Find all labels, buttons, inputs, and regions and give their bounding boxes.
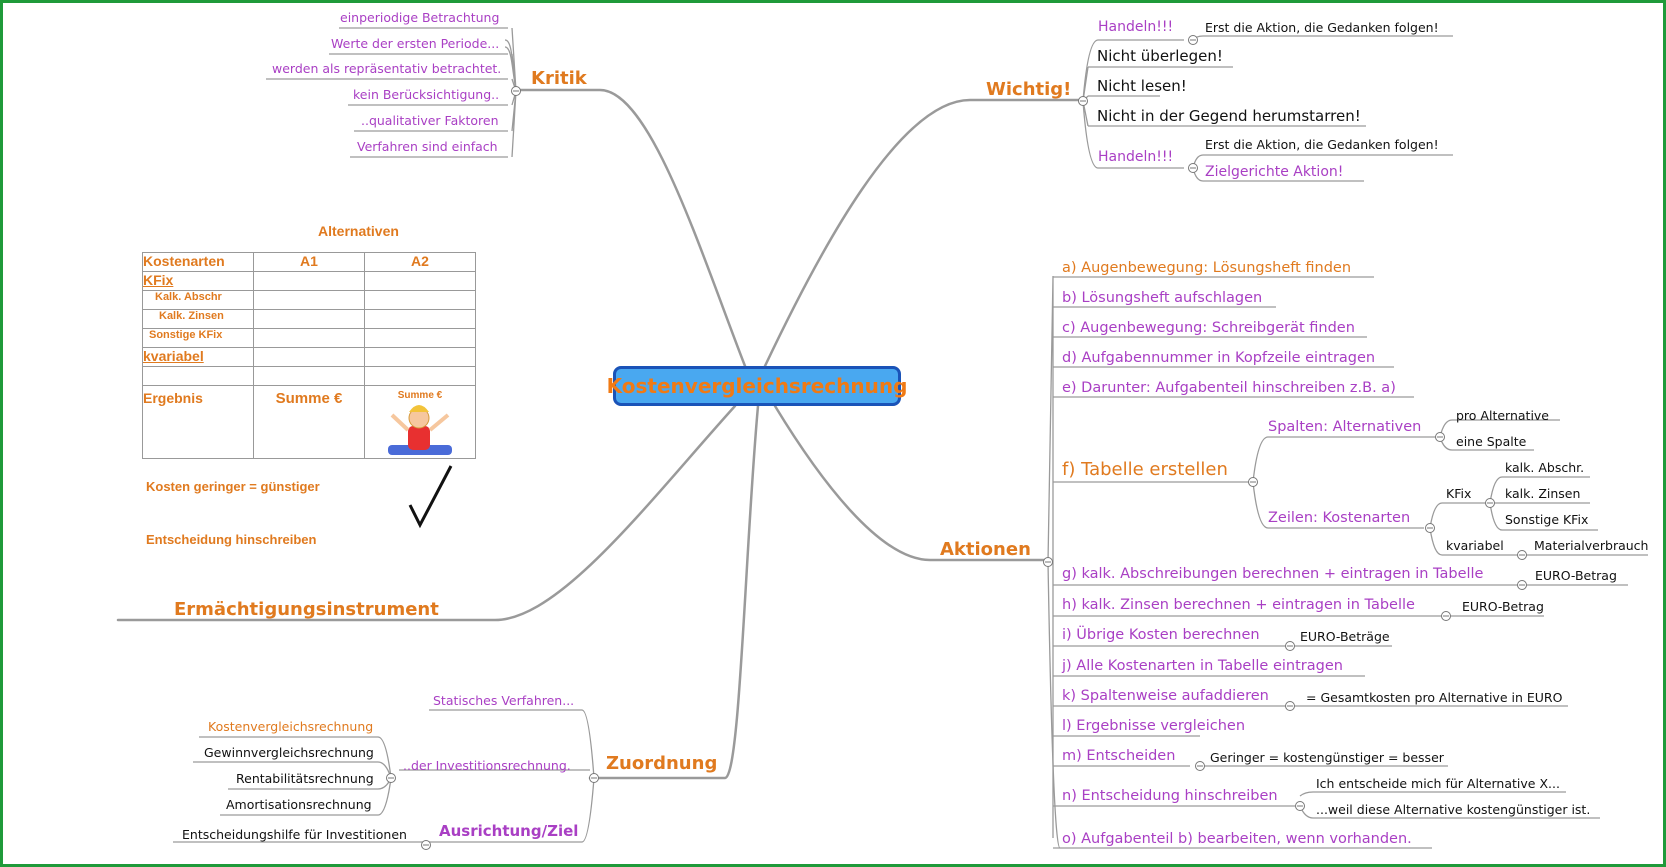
aktion-f-spalten-sub[interactable]: pro Alternative bbox=[1456, 408, 1549, 423]
kritik-item[interactable]: kein Berücksichtigung.. bbox=[353, 87, 500, 102]
aktion-a[interactable]: a) Augenbewegung: Lösungsheft finden bbox=[1062, 260, 1352, 276]
zuordnung-ausrichtung-sub[interactable]: Entscheidungshilfe für Investitionen bbox=[182, 827, 407, 842]
table-row-label: kvariabel bbox=[142, 347, 254, 367]
aktion-i[interactable]: i) Übrige Kosten berechnen bbox=[1062, 627, 1260, 643]
kritik-item[interactable]: werden als repräsentativ betrachtet. bbox=[272, 61, 502, 76]
aktion-f[interactable]: f) Tabelle erstellen bbox=[1062, 459, 1228, 480]
aktion-n-sub[interactable]: Ich entscheide mich für Alternative X... bbox=[1316, 776, 1560, 791]
wichtig-item[interactable]: Nicht überlegen! bbox=[1097, 47, 1223, 65]
aktion-n-sub[interactable]: ...weil diese Alternative kostengünstige… bbox=[1316, 802, 1591, 817]
aktion-l[interactable]: l) Ergebnisse vergleichen bbox=[1062, 718, 1246, 734]
aktion-o[interactable]: o) Aufgabenteil b) bearbeiten, wenn vorh… bbox=[1062, 831, 1412, 847]
branch-aktionen bbox=[773, 404, 1047, 562]
table-row-label: Sonstige KFix bbox=[142, 328, 254, 348]
aktion-f-kvariabel[interactable]: kvariabel bbox=[1446, 538, 1504, 553]
branch-label-kritik[interactable]: Kritik bbox=[531, 68, 587, 89]
aktion-f-kfix-sub[interactable]: kalk. Abschr. bbox=[1505, 460, 1585, 475]
aktion-h[interactable]: h) kalk. Zinsen berechnen + eintragen in… bbox=[1062, 597, 1415, 613]
aktion-i-sub[interactable]: EURO-Beträge bbox=[1300, 629, 1390, 644]
table-row-label: Kalk. Abschr bbox=[142, 290, 254, 310]
branch-ermaechtigung bbox=[116, 404, 737, 622]
aktion-c[interactable]: c) Augenbewegung: Schreibgerät finden bbox=[1062, 320, 1355, 336]
table-row-label: Ergebnis bbox=[142, 385, 254, 459]
aktion-h-sub[interactable]: EURO-Betrag bbox=[1462, 599, 1544, 614]
aktion-d[interactable]: d) Aufgabennummer in Kopfzeile eintragen bbox=[1062, 350, 1376, 366]
aktion-f-kvariabel-sub[interactable]: Materialverbrauch bbox=[1534, 538, 1649, 553]
aktion-b[interactable]: b) Lösungsheft aufschlagen bbox=[1062, 290, 1263, 306]
kritik-item[interactable]: einperiodige Betrachtung bbox=[340, 10, 500, 25]
table-header: A2 bbox=[364, 252, 476, 272]
aktion-k-sub[interactable]: = Gesamtkosten pro Alternative in EURO bbox=[1306, 690, 1563, 705]
branch-label-aktionen[interactable]: Aktionen bbox=[940, 539, 1031, 560]
aktion-m-sub[interactable]: Geringer = kostengünstiger = besser bbox=[1210, 750, 1444, 765]
table-header: A1 bbox=[253, 252, 365, 272]
aktion-j[interactable]: j) Alle Kostenarten in Tabelle eintragen bbox=[1062, 658, 1343, 674]
table-header: Kostenarten bbox=[142, 252, 254, 272]
table-row-label: KFix bbox=[142, 271, 254, 291]
investition-item[interactable]: Amortisationsrechnung bbox=[226, 797, 372, 812]
table-sum-a1: Summe € bbox=[253, 385, 365, 459]
branch-wichtig bbox=[763, 98, 1082, 368]
kritik-item[interactable]: ..qualitativer Faktoren bbox=[361, 113, 499, 128]
branch-label-wichtig[interactable]: Wichtig! bbox=[986, 79, 1072, 100]
aktion-f-zeilen[interactable]: Zeilen: Kostenarten bbox=[1268, 510, 1411, 526]
branch-label-zuordnung[interactable]: Zuordnung bbox=[606, 753, 718, 774]
branch-kritik bbox=[518, 88, 747, 368]
zuordnung-investition[interactable]: ..der Investitionsrechnung. bbox=[403, 758, 571, 773]
aktion-n[interactable]: n) Entscheidung hinschreiben bbox=[1062, 788, 1278, 804]
table-row-label: Kalk. Zinsen bbox=[142, 309, 254, 329]
table-note: Entscheidung hinschreiben bbox=[146, 532, 317, 547]
aktion-f-spalten-sub[interactable]: eine Spalte bbox=[1456, 434, 1527, 449]
investition-item[interactable]: Rentabilitätsrechnung bbox=[236, 771, 374, 786]
aktion-f-kfix[interactable]: KFix bbox=[1446, 486, 1472, 501]
checkmark-icon bbox=[408, 465, 453, 529]
aktion-g[interactable]: g) kalk. Abschreibungen berechnen + eint… bbox=[1062, 566, 1484, 582]
kritik-item[interactable]: Verfahren sind einfach bbox=[357, 139, 498, 154]
central-topic-label: Kostenvergleichsrechnung bbox=[606, 374, 908, 398]
aktion-f-kfix-sub[interactable]: kalk. Zinsen bbox=[1505, 486, 1581, 501]
branch-label-ermaechtigung[interactable]: Ermächtigungsinstrument bbox=[174, 599, 439, 620]
zuordnung-statisch[interactable]: Statisches Verfahren... bbox=[433, 693, 575, 708]
aktion-f-kfix-sub[interactable]: Sonstige KFix bbox=[1505, 512, 1589, 527]
zuordnung-ausrichtung[interactable]: Ausrichtung/Ziel bbox=[439, 822, 579, 840]
aktion-e[interactable]: e) Darunter: Aufgabenteil hinschreiben z… bbox=[1062, 380, 1396, 396]
table-note: Kosten geringer = günstiger bbox=[146, 479, 320, 494]
branch-zuordnung bbox=[588, 404, 760, 780]
wichtig-handeln-2-sub[interactable]: Zielgerichte Aktion! bbox=[1205, 164, 1344, 180]
wichtig-item[interactable]: Nicht in der Gegend herumstarren! bbox=[1097, 107, 1361, 125]
investition-item[interactable]: Kostenvergleichsrechnung bbox=[208, 719, 374, 734]
wichtig-item[interactable]: Nicht lesen! bbox=[1097, 77, 1187, 95]
table-title: Alternativen bbox=[318, 223, 399, 239]
investition-item[interactable]: Gewinnvergleichsrechnung bbox=[204, 745, 374, 760]
aktion-k[interactable]: k) Spaltenweise aufaddieren bbox=[1062, 688, 1269, 704]
wichtig-handeln-1[interactable]: Handeln!!! bbox=[1098, 19, 1174, 35]
central-topic[interactable]: Kostenvergleichsrechnung bbox=[607, 366, 907, 406]
aktion-g-sub[interactable]: EURO-Betrag bbox=[1535, 568, 1617, 583]
kritik-item[interactable]: Werte der ersten Periode... bbox=[331, 36, 500, 51]
aktion-f-spalten[interactable]: Spalten: Alternativen bbox=[1268, 419, 1422, 435]
aktion-m[interactable]: m) Entscheiden bbox=[1062, 748, 1176, 764]
wichtig-handeln-2-sub[interactable]: Erst die Aktion, die Gedanken folgen! bbox=[1205, 137, 1439, 152]
table-sum-a2: Summe € bbox=[364, 385, 476, 459]
wichtig-handeln-2[interactable]: Handeln!!! bbox=[1098, 149, 1174, 165]
wichtig-handeln-1-sub[interactable]: Erst die Aktion, die Gedanken folgen! bbox=[1205, 20, 1439, 35]
